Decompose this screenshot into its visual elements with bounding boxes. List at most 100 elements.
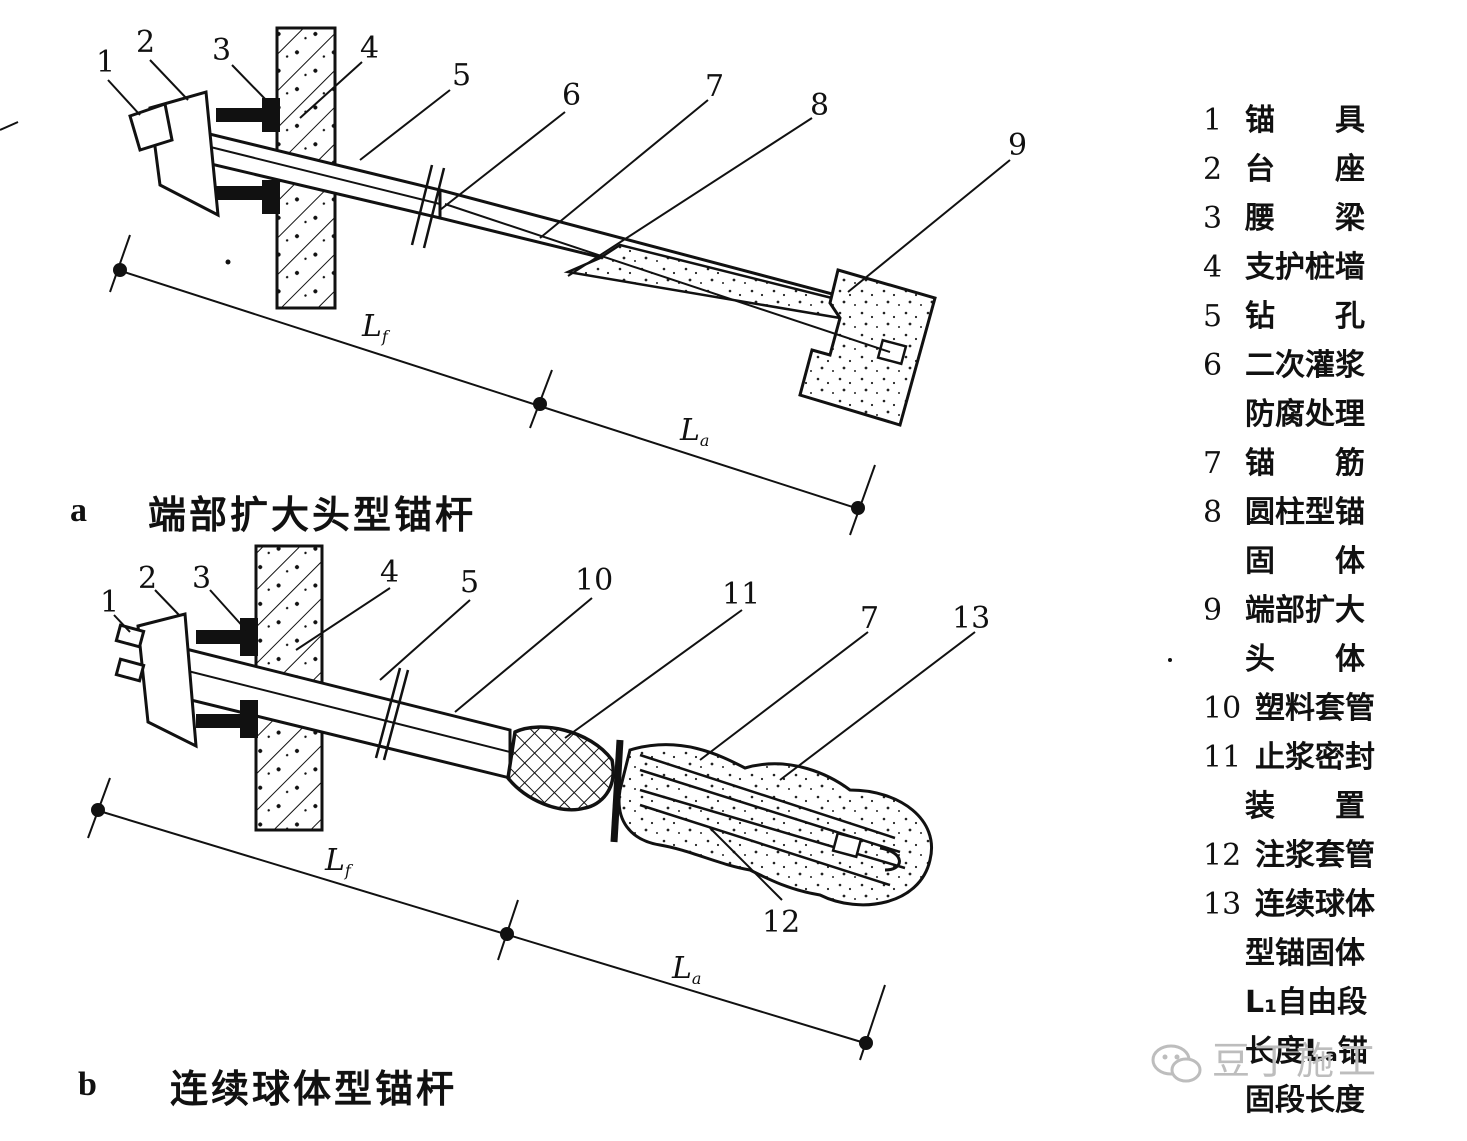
legend-row: 型锚固体 — [1203, 929, 1433, 978]
legend-text: 固 体 — [1245, 544, 1365, 579]
legend-text: 锚 具 — [1245, 103, 1365, 138]
legend-row: 4 支护桩墙 — [1203, 243, 1433, 292]
legend-number — [1203, 978, 1245, 1027]
legend-row: 7 锚 筋 — [1203, 439, 1433, 488]
enlarged-head-body — [798, 268, 937, 427]
label-a-5: 5 — [452, 58, 471, 93]
legend-row: 长度Lₐ锚 — [1203, 1027, 1433, 1076]
waist-beam-b — [196, 630, 242, 644]
legend-row: 10 塑料套管 — [1203, 684, 1433, 733]
legend-number: 1 — [1203, 103, 1223, 138]
legend-text: 二次灌浆 — [1245, 348, 1365, 383]
dim-free-b: Lf — [324, 843, 354, 880]
cylindrical-anchorage-body — [563, 243, 842, 320]
label-b-13: 13 — [952, 601, 990, 636]
legend-text: 连续球体 — [1255, 887, 1375, 922]
label-a-7: 7 — [705, 69, 724, 104]
legend-number: 13 — [1203, 887, 1242, 922]
legend-number: 11 — [1203, 740, 1242, 775]
legend-text: 台 座 — [1245, 152, 1365, 187]
legend-number: 4 — [1203, 250, 1223, 285]
legend-number: 12 — [1203, 838, 1242, 873]
label-b-10: 10 — [575, 563, 613, 598]
legend-row: 固 体 — [1203, 537, 1433, 586]
watermark: 豆丁施工 — [1150, 1030, 1380, 1086]
legend-text: L₁自由段 — [1245, 985, 1368, 1020]
label-a-8: 8 — [810, 88, 829, 123]
dimension-line-b — [95, 809, 869, 1045]
label-b-1: 1 — [100, 585, 119, 620]
figure-b-letter: b — [78, 1066, 97, 1103]
legend-row: 9 端部扩大 — [1203, 586, 1433, 635]
legend-text: 支护桩墙 — [1245, 250, 1365, 285]
legend: 1 锚 具 2 台 座 3 腰 梁 4 支护桩墙 5 钻 孔 6 二次灌浆防腐处理 7 锚 筋 8 圆柱型锚固… — [1203, 96, 1433, 1125]
figure-a-title: 端部扩大头型锚杆 — [148, 493, 477, 537]
anchor-seat-b — [136, 612, 198, 749]
legend-number: 7 — [1203, 446, 1223, 481]
legend-row: 8 圆柱型锚 — [1203, 488, 1433, 537]
legend-number — [1203, 537, 1245, 586]
anchor-head-a — [128, 102, 174, 152]
legend-number: 5 — [1203, 299, 1223, 334]
label-b-3: 3 — [192, 561, 211, 596]
legend-text: 型锚固体 — [1245, 936, 1365, 971]
legend-row: 头 体 — [1203, 635, 1433, 684]
legend-text: 塑料套管 — [1255, 691, 1375, 726]
label-b-12: 12 — [762, 905, 800, 940]
legend-text: 注浆套管 — [1255, 838, 1375, 873]
legend-number — [1203, 929, 1245, 978]
watermark-text: 豆丁施工 — [1212, 1039, 1381, 1083]
label-b-5: 5 — [460, 565, 479, 600]
legend-number — [1203, 390, 1245, 439]
dim-anchor-b: La — [671, 951, 701, 988]
label-b-2: 2 — [138, 561, 157, 596]
label-a-9: 9 — [1008, 128, 1027, 163]
legend-row: 装 置 — [1203, 782, 1433, 831]
legend-number: 8 — [1203, 495, 1223, 530]
legend-row: 2 台 座 — [1203, 145, 1433, 194]
legend-number — [1203, 635, 1245, 684]
legend-row: 防腐处理 — [1203, 390, 1433, 439]
dimension-line-a — [117, 269, 863, 511]
legend-row: 3 腰 梁 — [1203, 194, 1433, 243]
label-b-4: 4 — [380, 555, 399, 590]
legend-number: 6 — [1203, 348, 1223, 383]
legend-text: 钻 孔 — [1245, 299, 1365, 334]
legend-number: 3 — [1203, 201, 1223, 236]
figure-b-title: 连续球体型锚杆 — [170, 1067, 458, 1111]
figure-a: 1 2 3 4 5 6 7 8 9 Lf La — [96, 25, 1027, 536]
legend-number: 10 — [1203, 691, 1242, 726]
legend-row: 5 钻 孔 — [1203, 292, 1433, 341]
legend-number: 2 — [1203, 152, 1223, 187]
label-a-3: 3 — [212, 33, 231, 68]
legend-row: 11 止浆密封 — [1203, 733, 1433, 782]
legend-text: 端部扩大 — [1245, 593, 1365, 628]
grout-seal-device — [506, 725, 615, 812]
legend-row: 固段长度 — [1203, 1076, 1433, 1125]
dim-anchor-a: La — [679, 413, 709, 450]
dim-free-a: Lf — [361, 309, 391, 346]
continuous-sphere-body — [617, 743, 933, 907]
legend-text: 装 置 — [1245, 789, 1365, 824]
label-b-11: 11 — [722, 577, 760, 612]
legend-number: 9 — [1203, 593, 1223, 628]
legend-row: 6 二次灌浆 — [1203, 341, 1433, 390]
legend-row: 13 连续球体 — [1203, 880, 1433, 929]
label-b-7: 7 — [860, 601, 879, 636]
legend-row: 12 注浆套管 — [1203, 831, 1433, 880]
wechat-icon — [1151, 1044, 1202, 1082]
legend-text: 防腐处理 — [1245, 397, 1365, 432]
legend-row: L₁自由段 — [1203, 978, 1433, 1027]
anchor-nut-b — [114, 623, 146, 649]
label-a-1: 1 — [96, 45, 115, 80]
legend-text: 止浆密封 — [1255, 740, 1375, 775]
figure-a-letter: a — [70, 492, 87, 529]
legend-text: 锚 筋 — [1245, 446, 1365, 481]
legend-row: 1 锚 具 — [1203, 96, 1433, 145]
waist-beam-a — [216, 108, 266, 122]
legend-text: 头 体 — [1245, 642, 1365, 677]
drill-hole-b — [148, 638, 512, 780]
legend-text: 腰 梁 — [1245, 201, 1365, 236]
legend-text: 圆柱型锚 — [1245, 495, 1365, 530]
